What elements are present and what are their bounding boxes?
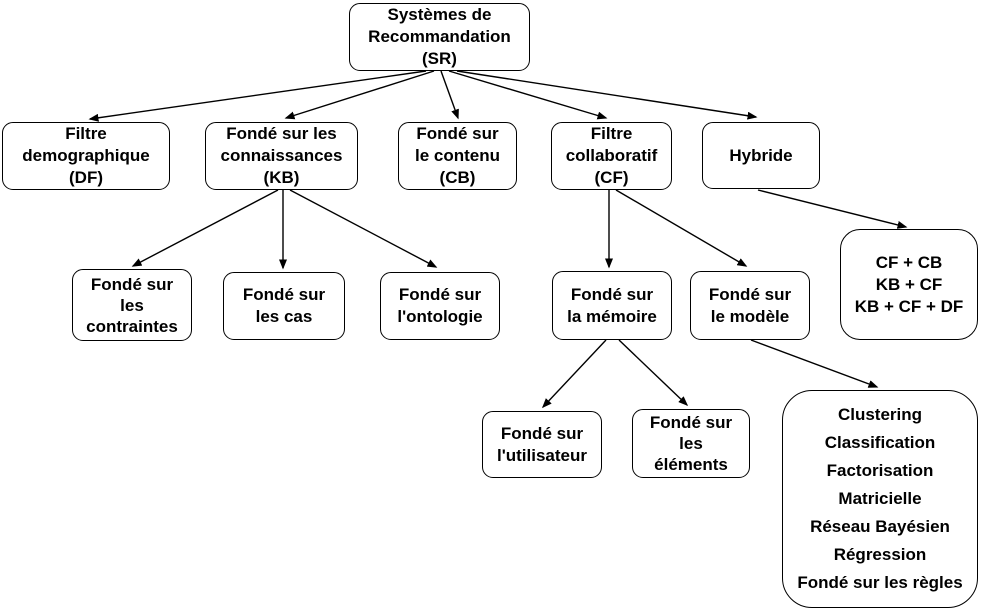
edge-modele-methods <box>750 339 879 388</box>
edge-cf-modele <box>615 189 748 267</box>
node-fonde-connaissances: Fondé sur les connaissances (KB) <box>205 122 358 190</box>
node-fonde-contraintes: Fondé sur les contraintes <box>72 269 192 341</box>
node-modele-methodes: Clustering Classification Factorisation … <box>782 390 978 608</box>
node-fonde-cas: Fondé sur les cas <box>223 272 345 340</box>
node-hybride: Hybride <box>702 122 820 189</box>
node-fonde-contenu: Fondé sur le contenu (CB) <box>398 122 517 190</box>
edge-memoire-utilisateur <box>541 339 607 409</box>
node-hybrid-combinaisons: CF + CB KB + CF KB + CF + DF <box>840 229 978 340</box>
edge-sr-cb <box>440 70 459 120</box>
edge-memoire-elements <box>618 339 689 407</box>
node-fonde-utilisateur: Fondé sur l'utilisateur <box>482 411 602 478</box>
edge-kb-ontologie <box>289 189 438 268</box>
edge-sr-df <box>88 70 427 122</box>
edge-kb-contraintes <box>131 189 279 267</box>
node-systemes-recommandation: Systèmes de Recommandation (SR) <box>349 3 530 71</box>
edge-sr-cf <box>448 70 608 120</box>
edge-hybride-combos <box>757 189 908 229</box>
node-filtre-demographique: Filtre demographique (DF) <box>2 122 170 190</box>
node-filtre-collaboratif: Filtre collaboratif (CF) <box>551 122 672 190</box>
node-fonde-elements: Fondé sur les éléments <box>632 409 750 478</box>
edge-sr-kb <box>284 70 435 120</box>
node-fonde-modele: Fondé sur le modèle <box>690 271 810 340</box>
edge-sr-hybride <box>456 70 758 120</box>
node-fonde-memoire: Fondé sur la mémoire <box>552 271 672 340</box>
node-fonde-ontologie: Fondé sur l'ontologie <box>380 272 500 340</box>
